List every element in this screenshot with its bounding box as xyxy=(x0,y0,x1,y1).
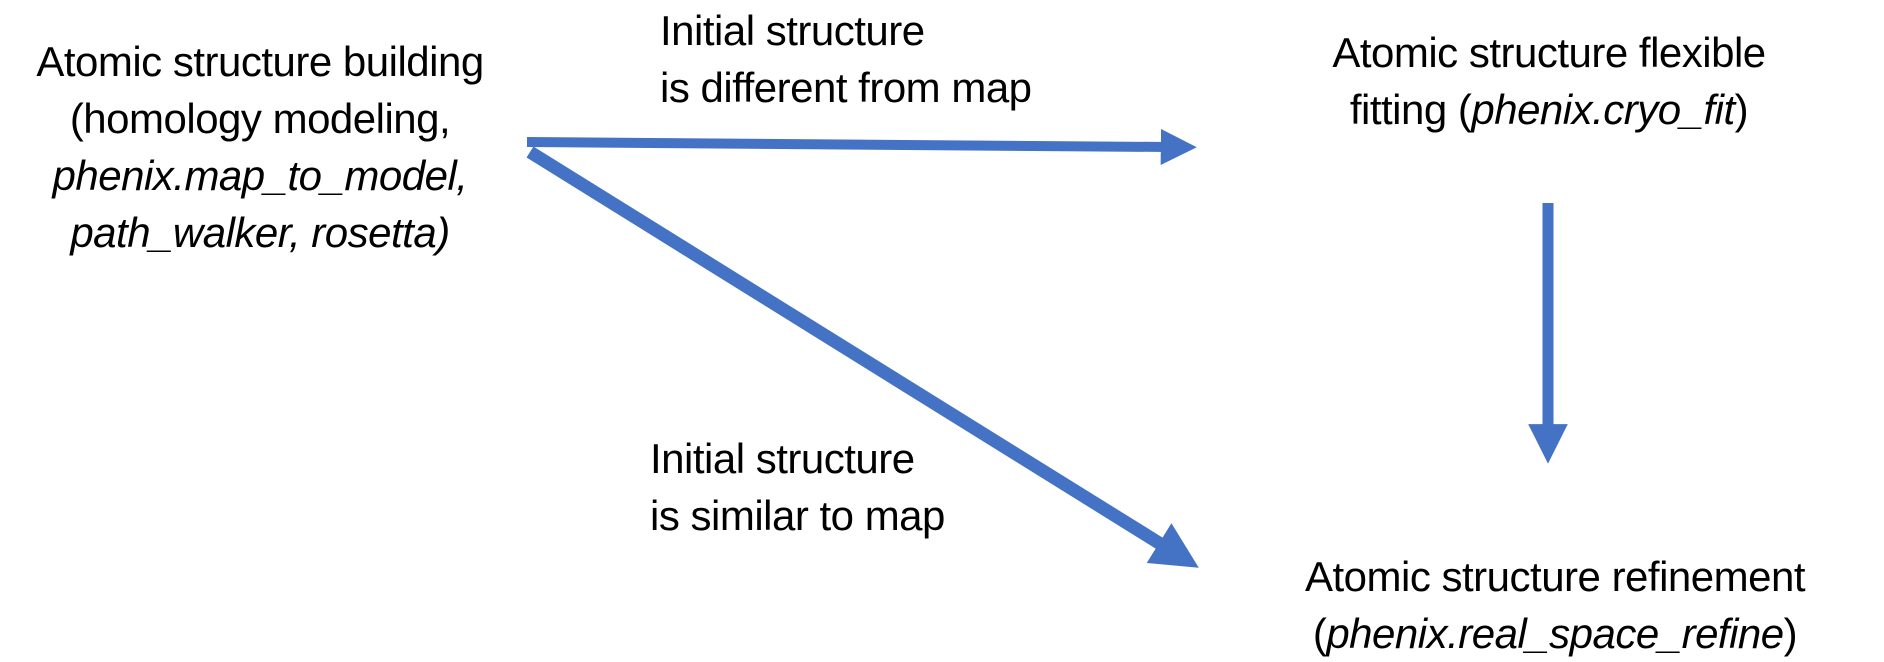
node-atomic-structure-building: Atomic structure building (homology mode… xyxy=(5,33,515,261)
building-line-4: path_walker, rosetta) xyxy=(70,209,450,256)
fitting-program-name: phenix.cryo_fit xyxy=(1471,86,1735,133)
node-flexible-fitting: Atomic structure flexible fitting (pheni… xyxy=(1224,24,1874,138)
condition-different-line-2: is different from map xyxy=(660,64,1032,111)
refinement-line-2-prefix: ( xyxy=(1312,610,1327,657)
condition-label-different: Initial structure is different from map xyxy=(660,2,1032,116)
refinement-program-name: phenix.real_space_refine xyxy=(1326,610,1784,657)
arrow-building-to-refinement xyxy=(526,146,1199,568)
condition-different-line-1: Initial structure xyxy=(660,7,925,54)
building-line-3: phenix.map_to_model, xyxy=(52,152,468,199)
fitting-line-1: Atomic structure flexible xyxy=(1332,29,1766,76)
condition-label-similar: Initial structure is similar to map xyxy=(650,430,945,544)
arrow-building-to-fitting xyxy=(526,128,1197,165)
refinement-line-2-suffix: ) xyxy=(1783,610,1798,657)
refinement-line-2: (phenix.real_space_refine) xyxy=(1230,605,1880,662)
building-line-1: Atomic structure building xyxy=(36,38,484,85)
fitting-line-2: fitting (phenix.cryo_fit) xyxy=(1224,81,1874,138)
fitting-line-2-suffix: ) xyxy=(1734,86,1749,133)
refinement-line-1: Atomic structure refinement xyxy=(1304,553,1806,600)
building-line-2: (homology modeling, xyxy=(69,95,451,142)
fitting-line-2-prefix: fitting ( xyxy=(1349,86,1472,133)
condition-similar-line-1: Initial structure xyxy=(650,435,915,482)
node-refinement: Atomic structure refinement (phenix.real… xyxy=(1230,548,1880,662)
condition-similar-line-2: is similar to map xyxy=(650,492,945,539)
